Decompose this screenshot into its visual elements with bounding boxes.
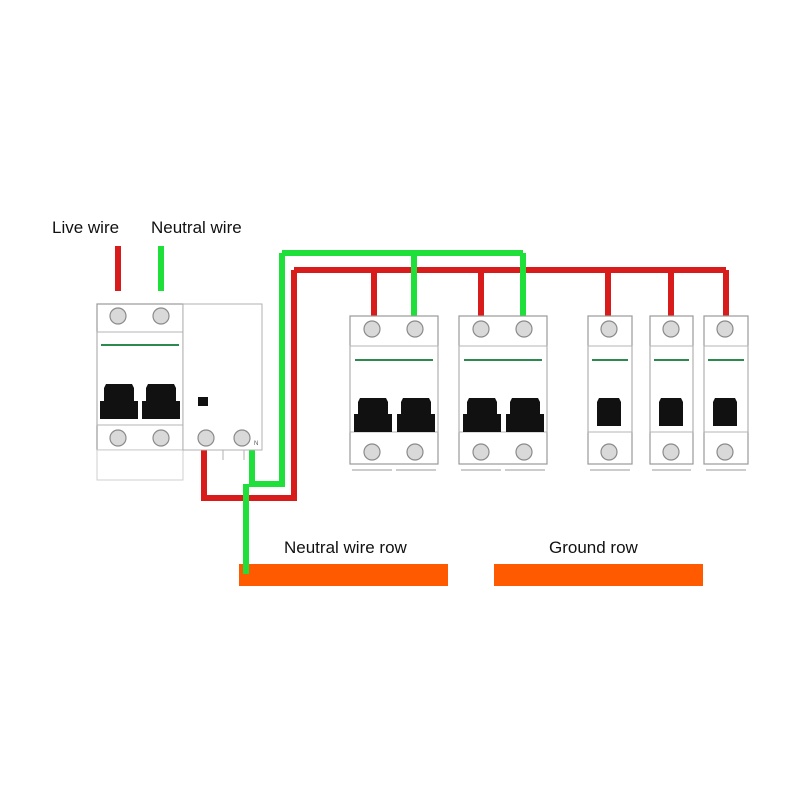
main-breaker[interactable] [96,303,184,481]
sp-breaker-3-screw-bottom [716,443,734,461]
sp-breaker-2-screw-top [662,320,680,338]
sp-breaker-2-toggle[interactable] [659,398,683,426]
breaker-1-toggle-left[interactable] [354,398,392,432]
sp-breaker-3-screw-top [716,320,734,338]
neutral-row-bar [239,564,448,586]
breaker-1-screw-top-right [406,320,424,338]
live-wire-label: Live wire [52,218,119,237]
breaker-2-screw-bottom-left [472,443,490,461]
main-breaker-screw-bottom-right [152,429,170,447]
sp-breaker-1-toggle[interactable] [597,398,621,426]
breaker-2-toggle-left[interactable] [463,398,501,432]
rcd-neutral-output-wire [249,253,285,487]
sp-breaker-2-screw-bottom [662,443,680,461]
rcd-n-mark: N [254,441,258,447]
neutral-wire-label: Neutral wire [151,218,242,237]
single-pole-breaker-3[interactable] [703,315,749,471]
rcd-test-button[interactable] [198,397,208,406]
double-pole-breaker-2[interactable] [458,315,548,471]
wires [115,246,729,574]
breaker-2-screw-bottom-right [515,443,533,461]
breaker-1-screw-bottom-left [363,443,381,461]
single-pole-breaker-1[interactable] [587,315,633,471]
rcd-screw-right [233,429,251,447]
breaker-1-screw-top-left [363,320,381,338]
breaker-2-screw-top-left [472,320,490,338]
double-pole-breaker-1[interactable] [349,315,439,471]
neutral-row-label: Neutral wire row [284,538,408,557]
rcd-device[interactable]: N [182,303,263,460]
main-breaker-screw-top-left [109,307,127,325]
rcd-screw-left [197,429,215,447]
ground-row-label: Ground row [549,538,639,557]
main-breaker-screw-top-right [152,307,170,325]
main-breaker-toggle-left[interactable] [100,384,138,419]
breaker-2-screw-top-right [515,320,533,338]
single-pole-breaker-2[interactable] [649,315,694,471]
breaker-1-toggle-right[interactable] [397,398,435,432]
sp-breaker-1-screw-bottom [600,443,618,461]
sp-breaker-1-screw-top [600,320,618,338]
breaker-2-toggle-right[interactable] [506,398,544,432]
sp-breaker-3-toggle[interactable] [713,398,737,426]
breaker-1-screw-bottom-right [406,443,424,461]
ground-row-bar [494,564,703,586]
main-breaker-screw-bottom-left [109,429,127,447]
main-breaker-toggle-right[interactable] [142,384,180,419]
